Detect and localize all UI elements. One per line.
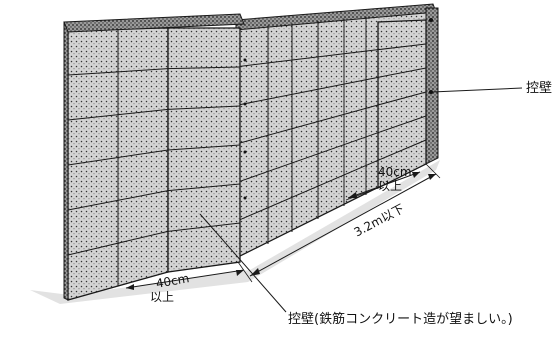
spacing-top-value: 40cm	[378, 165, 412, 179]
buttress-leader-bottom	[199, 213, 287, 313]
block-joint	[239, 132, 379, 182]
near-buttress-front	[167, 27, 241, 273]
block-joint	[377, 43, 427, 51]
block-joint	[167, 183, 241, 192]
block-joint	[167, 66, 241, 70]
spacing-bottom-min: 以上	[150, 290, 175, 304]
block-joint	[239, 159, 379, 221]
block-joint	[239, 76, 379, 106]
block-joint	[167, 144, 241, 151]
block-joints	[67, 16, 427, 286]
rebar-marks	[243, 18, 433, 200]
ground-shadow	[30, 160, 440, 304]
block-joint	[239, 49, 379, 67]
block-joint	[239, 104, 379, 144]
buttress-label-bottom: 控壁(鉄筋コンクリート造が望ましい。)	[288, 312, 513, 327]
main-wall-end	[425, 7, 439, 165]
block-joint	[167, 222, 241, 232]
spacing-top-min: 以上	[378, 179, 403, 193]
block-joint	[377, 139, 427, 161]
block-joint	[167, 105, 241, 110]
buttress-leader-right	[431, 87, 523, 93]
block-joint	[377, 115, 427, 134]
block-joint	[377, 91, 427, 106]
buttress-label-right: 控壁	[526, 81, 553, 96]
near-buttress-edge	[63, 21, 69, 301]
block-joint	[377, 67, 427, 78]
